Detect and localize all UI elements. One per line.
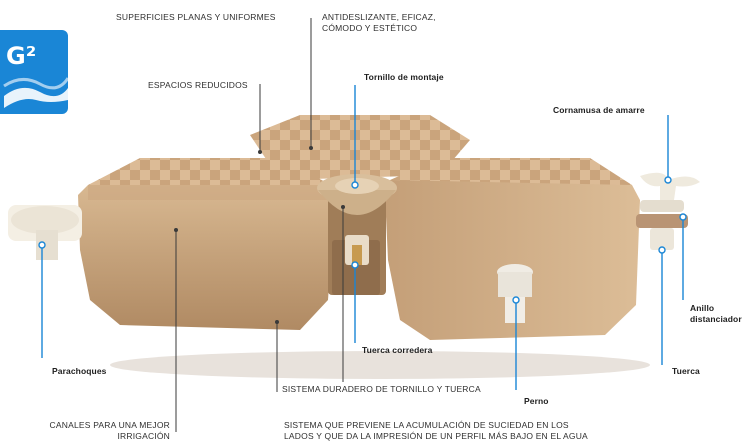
label-perno: Perno bbox=[524, 396, 549, 406]
label-espacios: ESPACIOS REDUCIDOS bbox=[148, 80, 248, 90]
label-tuerca: Tuerca bbox=[672, 366, 700, 376]
right-float-body bbox=[385, 180, 640, 340]
left-float-body bbox=[78, 185, 335, 330]
back-float-top bbox=[250, 115, 470, 180]
brand-logo: G² bbox=[0, 30, 68, 114]
label-superficies: SUPERFICIES PLANAS Y UNIFORMES bbox=[116, 12, 276, 22]
label-canales: CANALES PARA UNA MEJOR IRRIGACIÓN bbox=[49, 420, 170, 441]
label-sistema-previene: SISTEMA QUE PREVIENE LA ACUMULACIÓN DE S… bbox=[284, 420, 588, 441]
label-sistema-duradero: SISTEMA DURADERO DE TORNILLO Y TUERCA bbox=[282, 384, 481, 394]
label-cornamusa: Cornamusa de amarre bbox=[553, 105, 645, 115]
wave-icon bbox=[3, 77, 68, 108]
label-tuerca-corredera: Tuerca corredera bbox=[362, 345, 433, 355]
logo-text: G² bbox=[6, 42, 37, 70]
label-parachoques: Parachoques bbox=[52, 366, 107, 376]
label-tornillo-montaje: Tornillo de montaje bbox=[364, 72, 444, 82]
label-antideslizante: ANTIDESLIZANTE, EFICAZ, CÓMODO Y ESTÉTIC… bbox=[322, 12, 436, 33]
label-anillo: Anillo distanciador bbox=[690, 303, 742, 324]
